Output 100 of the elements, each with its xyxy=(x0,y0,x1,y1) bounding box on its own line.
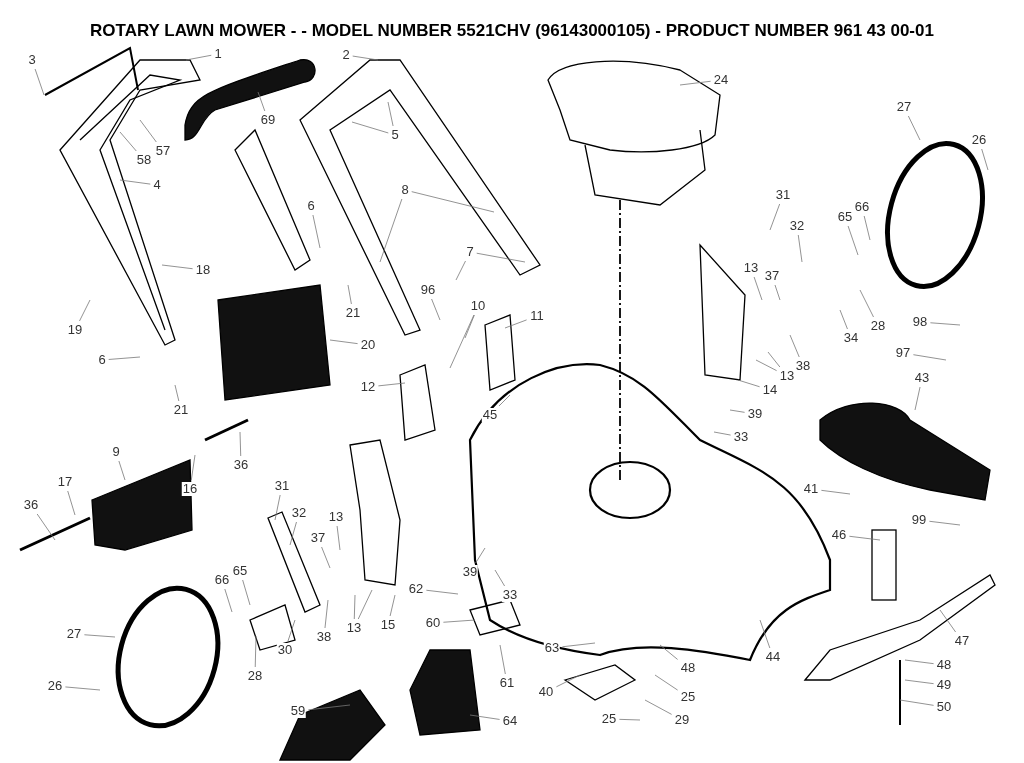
leader-line xyxy=(36,513,56,541)
leader-line xyxy=(79,299,91,322)
leader-line xyxy=(449,314,475,369)
callout-number: 48 xyxy=(935,658,953,672)
leader-line xyxy=(431,298,441,321)
callout-number: 1 xyxy=(213,47,223,61)
leader-line xyxy=(411,191,495,213)
leader-line xyxy=(789,334,800,358)
callout-number: 49 xyxy=(935,678,953,692)
leader-line xyxy=(654,674,678,691)
callout-number: 58 xyxy=(135,153,153,167)
leader-line xyxy=(769,203,781,231)
leader-line xyxy=(737,379,760,388)
leader-line xyxy=(378,382,406,387)
callout-number: 13 xyxy=(742,261,760,275)
leader-line xyxy=(254,635,257,668)
leader-line xyxy=(239,431,242,457)
leader-line xyxy=(321,546,331,569)
leader-line xyxy=(387,101,394,127)
leader-line xyxy=(174,384,180,402)
callout-number: 30 xyxy=(276,643,294,657)
leader-line xyxy=(108,356,141,360)
callout-number: 61 xyxy=(498,676,516,690)
callout-number: 25 xyxy=(679,690,697,704)
callout-number: 29 xyxy=(673,713,691,727)
leader-line xyxy=(899,699,934,706)
callout-number: 39 xyxy=(461,565,479,579)
callout-number: 8 xyxy=(400,183,410,197)
leader-line xyxy=(729,409,745,413)
callout-number: 25 xyxy=(600,712,618,726)
callout-number: 43 xyxy=(913,371,931,385)
callout-number: 34 xyxy=(842,331,860,345)
leader-line xyxy=(759,619,771,649)
leader-line xyxy=(679,80,711,86)
callout-number: 28 xyxy=(869,319,887,333)
leader-line xyxy=(455,260,466,281)
callout-number: 57 xyxy=(154,144,172,158)
leader-line xyxy=(84,634,116,638)
leader-line xyxy=(713,431,731,436)
leader-line xyxy=(939,609,956,633)
callout-number: 60 xyxy=(424,616,442,630)
callout-number: 27 xyxy=(895,100,913,114)
leader-line xyxy=(464,314,475,339)
callout-number: 69 xyxy=(259,113,277,127)
callout-number: 37 xyxy=(309,531,327,545)
callout-number: 13 xyxy=(778,369,796,383)
leader-line xyxy=(287,619,296,642)
callout-number: 2 xyxy=(341,48,351,62)
callout-number: 14 xyxy=(761,383,779,397)
callout-number: 32 xyxy=(290,506,308,520)
callout-number: 46 xyxy=(830,528,848,542)
leader-line xyxy=(190,454,196,481)
callout-number: 21 xyxy=(344,306,362,320)
leader-line xyxy=(498,394,511,407)
leader-line xyxy=(847,225,859,256)
leader-line xyxy=(619,718,641,721)
callout-number: 26 xyxy=(46,679,64,693)
callout-number: 16 xyxy=(181,482,199,496)
callout-number: 38 xyxy=(315,630,333,644)
callout-number: 62 xyxy=(407,582,425,596)
leader-line xyxy=(324,599,329,629)
leader-line xyxy=(257,91,266,112)
callout-number: 6 xyxy=(97,353,107,367)
leader-line xyxy=(469,714,500,720)
leader-line xyxy=(119,131,137,152)
leader-line xyxy=(914,386,921,411)
callout-number: 50 xyxy=(935,700,953,714)
callout-number: 47 xyxy=(953,634,971,648)
leader-line xyxy=(139,119,157,143)
leader-line xyxy=(475,547,486,564)
callout-number: 98 xyxy=(911,315,929,329)
callout-number: 18 xyxy=(194,263,212,277)
leader-line xyxy=(562,642,596,648)
leader-line xyxy=(930,322,961,326)
callout-number: 12 xyxy=(359,380,377,394)
leader-line xyxy=(839,309,848,330)
callout-number: 7 xyxy=(465,245,475,259)
leader-line xyxy=(494,569,505,587)
callout-number: 39 xyxy=(746,407,764,421)
leader-line xyxy=(774,284,781,301)
leader-line xyxy=(119,179,151,185)
callout-number: 13 xyxy=(345,621,363,635)
leader-line xyxy=(67,490,76,516)
leader-line xyxy=(859,289,874,318)
leader-line xyxy=(907,115,921,141)
callout-number: 33 xyxy=(732,430,750,444)
callout-number: 3 xyxy=(27,53,37,67)
callout-number: 48 xyxy=(679,661,697,675)
leader-line xyxy=(504,319,527,329)
callout-number: 9 xyxy=(111,445,121,459)
callout-number: 63 xyxy=(543,641,561,655)
leader-line xyxy=(981,148,989,171)
callout-number: 65 xyxy=(836,210,854,224)
callout-number: 44 xyxy=(764,650,782,664)
leader-line xyxy=(118,460,126,481)
leader-line xyxy=(904,659,934,665)
leader-line xyxy=(161,264,193,270)
callout-number: 97 xyxy=(894,346,912,360)
callout-number: 59 xyxy=(289,704,307,718)
callout-number: 26 xyxy=(970,133,988,147)
